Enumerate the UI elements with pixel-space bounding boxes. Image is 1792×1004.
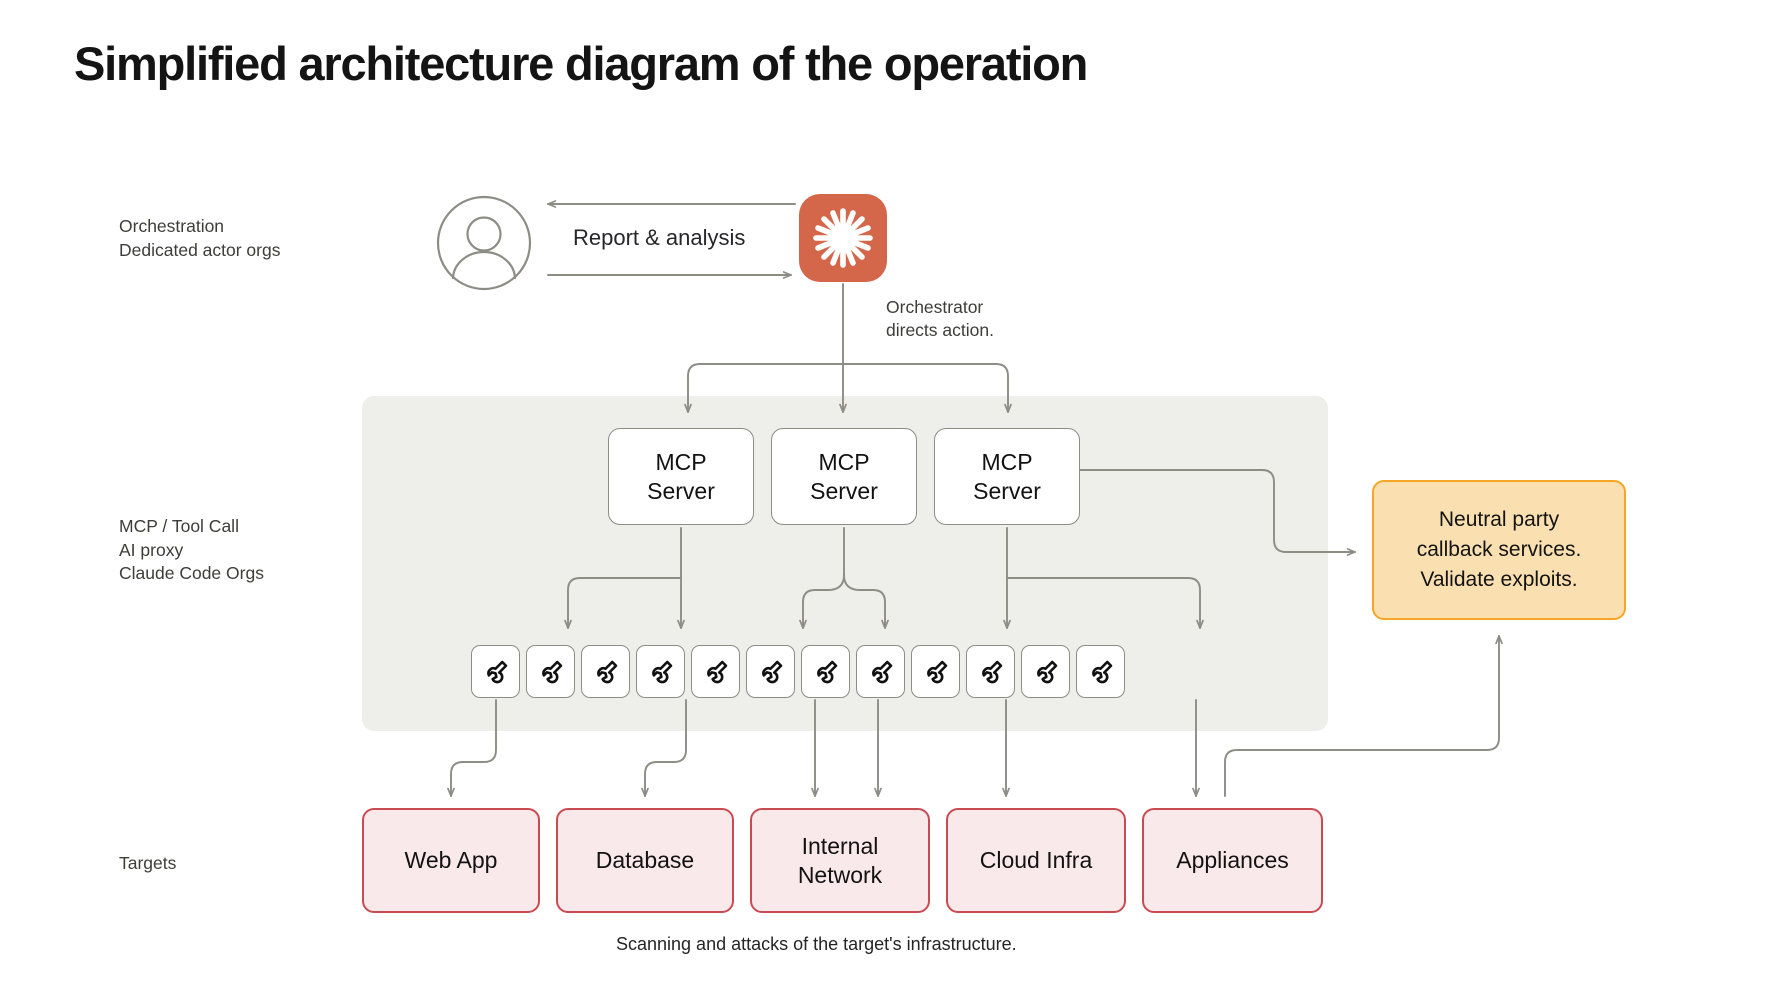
wrench-icon[interactable] <box>471 645 520 698</box>
orchestrator-note: Orchestrator directs action. <box>886 297 994 340</box>
target-box[interactable]: Database <box>556 808 734 913</box>
wrench-icon[interactable] <box>581 645 630 698</box>
callback-services-box[interactable]: Neutral party callback services. Validat… <box>1372 480 1626 620</box>
wrench-icon[interactable] <box>636 645 685 698</box>
bottom-caption: Scanning and attacks of the target's inf… <box>616 934 1017 954</box>
page-title: Simplified architecture diagram of the o… <box>74 37 1088 90</box>
wrench-icon[interactable] <box>911 645 960 698</box>
mcp-server-box[interactable]: MCP Server <box>934 428 1080 525</box>
wrench-icon[interactable] <box>1021 645 1070 698</box>
wrench-icon[interactable] <box>526 645 575 698</box>
target-box[interactable]: Cloud Infra <box>946 808 1126 913</box>
user-avatar-icon <box>436 195 532 291</box>
claude-starburst-icon <box>799 194 887 282</box>
wrench-icon[interactable] <box>691 645 740 698</box>
edge-label-report-analysis: Report & analysis <box>573 225 746 250</box>
wrench-icon[interactable] <box>856 645 905 698</box>
target-box[interactable]: Internal Network <box>750 808 930 913</box>
wrench-icon[interactable] <box>1076 645 1125 698</box>
wrench-icon[interactable] <box>801 645 850 698</box>
mcp-server-box[interactable]: MCP Server <box>771 428 917 525</box>
wrench-icon[interactable] <box>966 645 1015 698</box>
row-label-orchestration: Orchestration Dedicated actor orgs <box>119 216 281 260</box>
target-box[interactable]: Appliances <box>1142 808 1323 913</box>
target-box[interactable]: Web App <box>362 808 540 913</box>
mcp-server-box[interactable]: MCP Server <box>608 428 754 525</box>
row-label-targets: Targets <box>119 853 177 873</box>
row-label-mcp: MCP / Tool Call AI proxy Claude Code Org… <box>119 516 264 583</box>
wrench-icon[interactable] <box>746 645 795 698</box>
